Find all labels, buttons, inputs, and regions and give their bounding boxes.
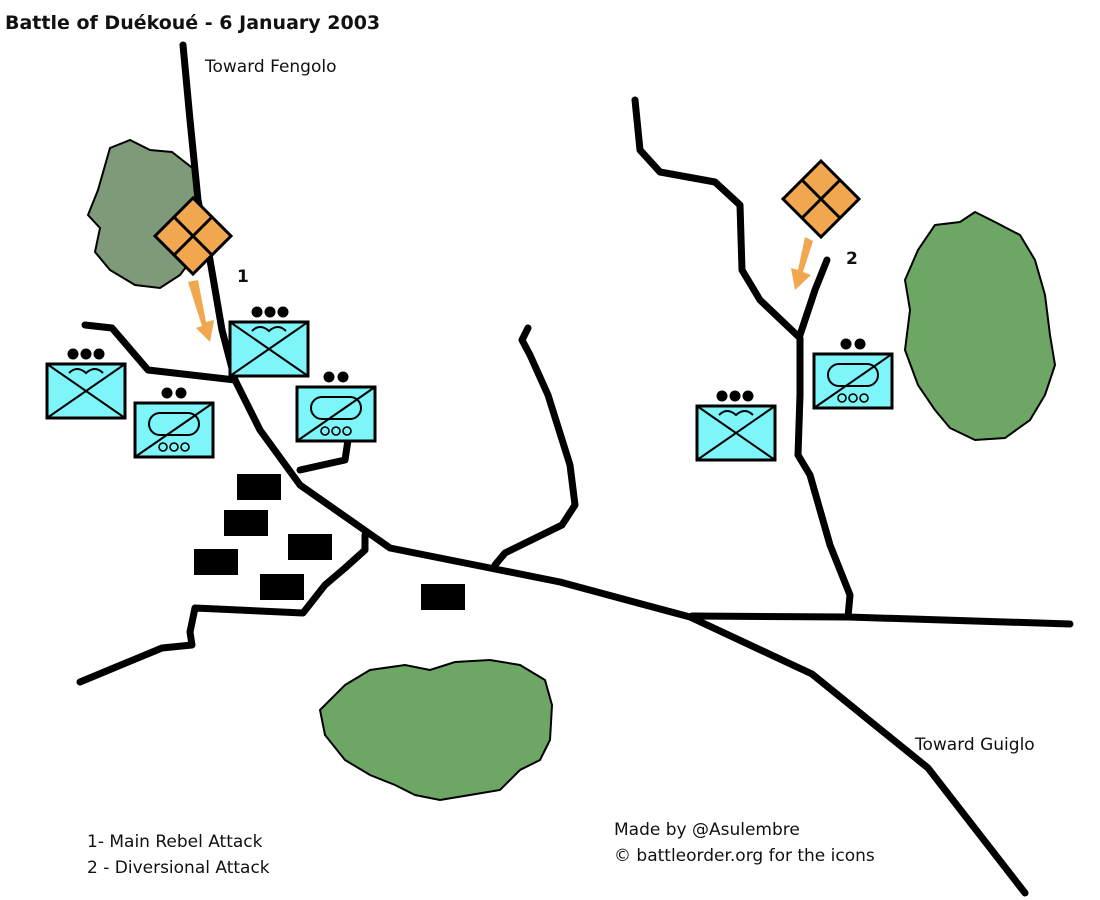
- label-toward-guiglo: Toward Guiglo: [915, 735, 1035, 755]
- infantry-battalion: [695, 390, 777, 462]
- label-toward-fengolo: Toward Fengolo: [205, 57, 337, 77]
- label-attack-1: 1: [237, 267, 249, 287]
- building: [260, 574, 304, 600]
- building: [237, 474, 281, 500]
- label-attack-2: 2: [846, 249, 858, 269]
- building: [194, 549, 238, 575]
- buildings: [194, 474, 465, 610]
- credit-icons: © battleorder.org for the icons: [614, 846, 875, 866]
- armored-company: [133, 387, 215, 459]
- armored-company: [295, 371, 377, 443]
- legend-item-1: 1- Main Rebel Attack: [87, 832, 263, 852]
- credit-author: Made by @Asulembre: [614, 820, 800, 840]
- building: [288, 534, 332, 560]
- road-network: [76, 41, 1074, 897]
- infantry-battalion: [45, 348, 127, 420]
- building: [421, 584, 465, 610]
- attack-arrow-icon: [188, 280, 214, 342]
- building: [224, 510, 268, 536]
- map-credits: Made by @Asulembre © battleorder.org for…: [614, 817, 875, 869]
- legend-item-2: 2 - Diversional Attack: [87, 858, 270, 878]
- infantry-battalion: [228, 306, 310, 378]
- forest-east: [903, 210, 1057, 442]
- map-title: Battle of Duékoué - 6 January 2003: [5, 12, 381, 34]
- rebel-unit-east: [781, 159, 861, 239]
- map-legend: 1- Main Rebel Attack 2 - Diversional Att…: [87, 829, 270, 881]
- forest-south: [318, 658, 554, 802]
- armored-company: [812, 338, 894, 410]
- attack-arrow-icon: [791, 237, 813, 290]
